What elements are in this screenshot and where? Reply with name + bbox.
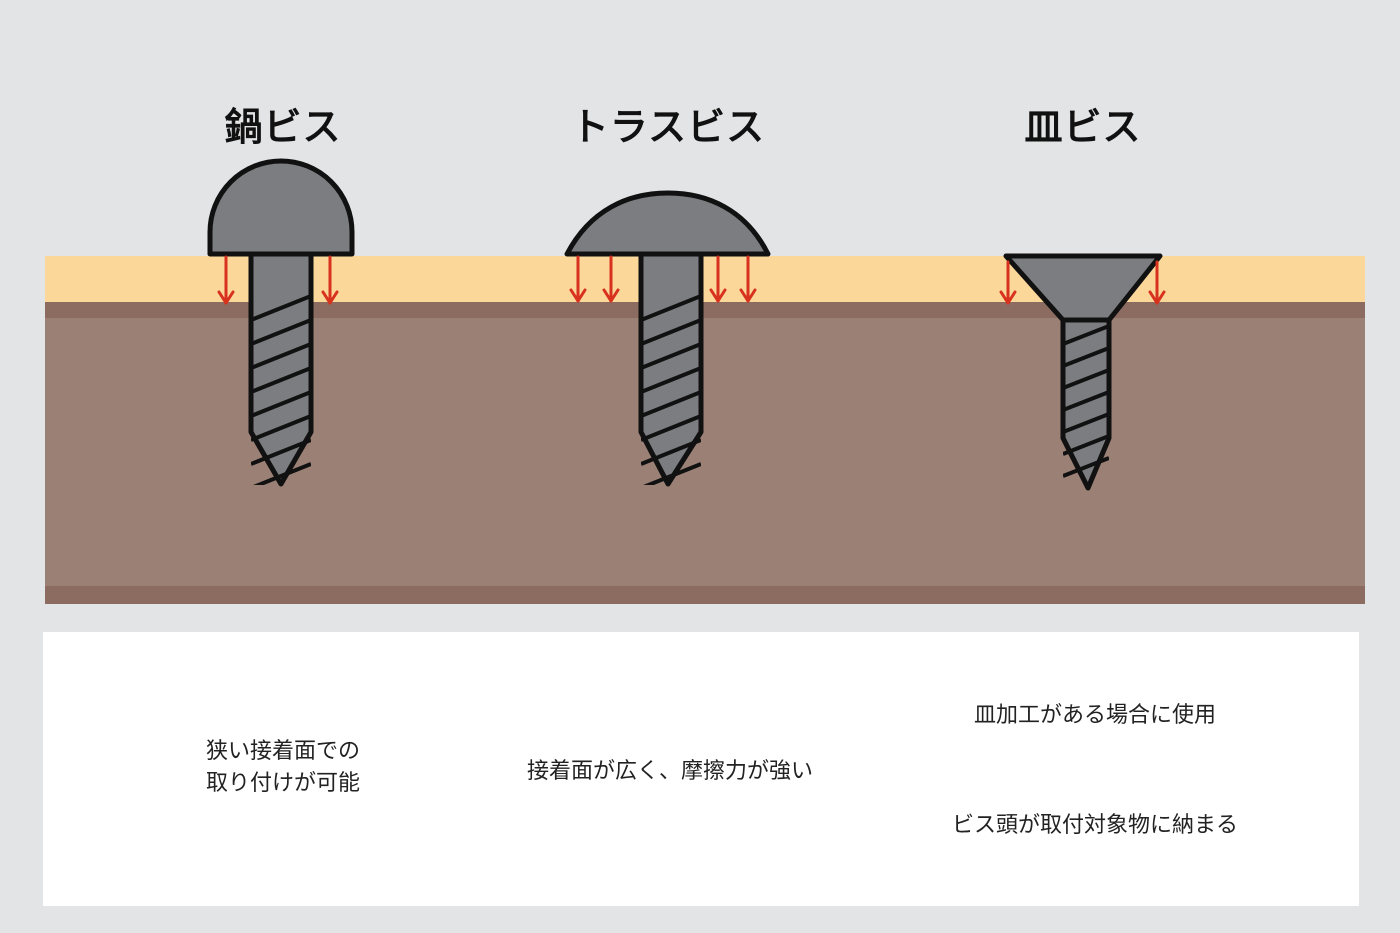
arrow-icon (739, 255, 757, 303)
arrow-icon (569, 255, 587, 303)
flat-description-2: ビス頭が取付対象物に納まる (951, 813, 1238, 838)
top-board (45, 256, 1365, 304)
truss-description: 接着面が広く、摩擦力が強い (526, 759, 813, 784)
arrow-icon (1148, 260, 1166, 305)
pan-description-line2: 取り付けが可能 (205, 771, 360, 796)
pan-head-screw (207, 158, 355, 487)
arrow-icon (217, 255, 235, 305)
flat-description-1: 皿加工がある場合に使用 (973, 703, 1216, 728)
base-board (45, 318, 1365, 588)
base-board-edge (45, 586, 1365, 604)
truss-head-screw (564, 190, 771, 487)
title-flat-screw: 皿ビス (1024, 105, 1142, 149)
top-board-edge (45, 302, 1365, 320)
arrow-icon (321, 255, 339, 305)
arrow-icon (999, 260, 1017, 305)
title-truss-screw: トラスビス (570, 105, 766, 149)
description-panel (43, 632, 1359, 906)
pan-description: 狭い接着面での 取り付けが可能 (133, 736, 433, 800)
arrow-icon (709, 255, 727, 303)
flat-head-screw (1003, 253, 1163, 491)
pressure-arrows (217, 255, 1166, 305)
pan-description-line1: 狭い接着面での (205, 739, 360, 764)
arrow-icon (602, 255, 620, 303)
title-pan-screw: 鍋ビス (224, 105, 342, 149)
